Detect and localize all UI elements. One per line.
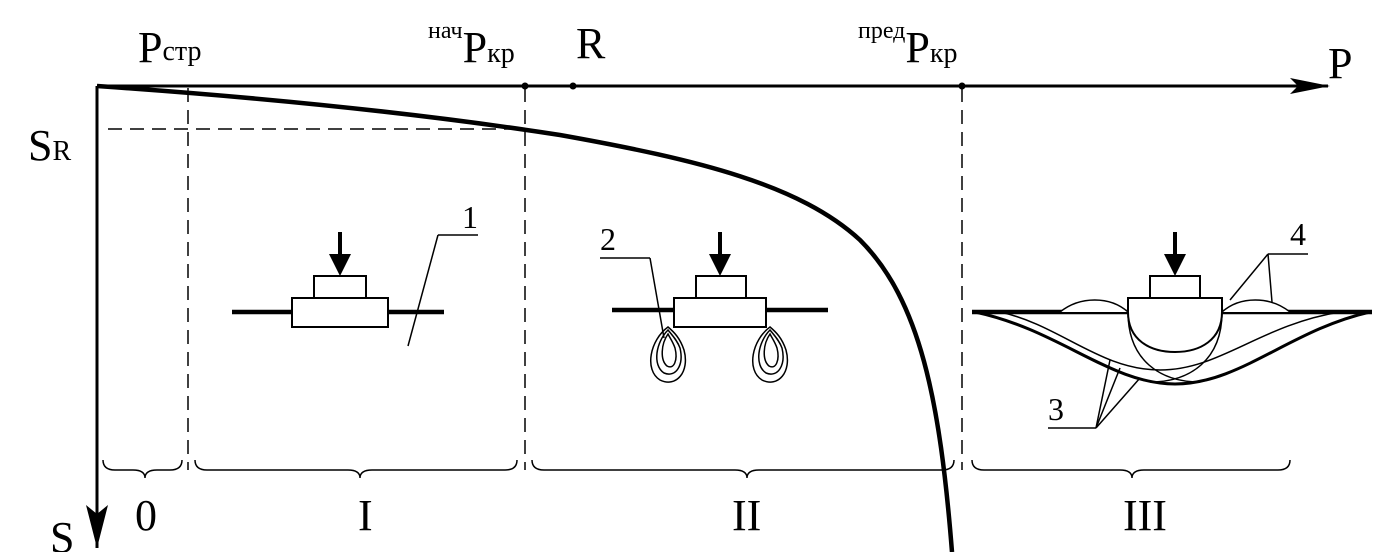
callout-label-3: 3 <box>1048 391 1064 427</box>
s-axis-label: S <box>50 513 74 552</box>
plastic-zone-right <box>752 326 789 383</box>
failure-surface-thin <box>999 311 1341 371</box>
plastic-zone-left <box>650 326 687 383</box>
callout-label-2: 2 <box>600 221 616 257</box>
zone-label-1: I <box>358 491 373 540</box>
zone-label-3: III <box>1123 491 1167 540</box>
settlement-curve <box>96 83 955 552</box>
failure-arc-left <box>1127 311 1201 383</box>
r-dot <box>569 82 577 90</box>
p-kr-start-dot <box>521 82 529 90</box>
p-axis-label: P <box>1328 39 1352 88</box>
p-kr-limit-label: предPкр <box>858 18 957 72</box>
dashed-guides <box>108 88 963 470</box>
bulge-left <box>1059 299 1129 313</box>
footing-zone-1 <box>232 232 478 347</box>
p-kr-limit-dot <box>958 82 966 90</box>
footing-zone-3 <box>972 232 1372 429</box>
s-r-label: SR <box>28 121 71 170</box>
failure-arc-right <box>1149 311 1223 383</box>
failure-surface-outer <box>974 310 1371 386</box>
footing-zone-2 <box>600 232 828 383</box>
callout-label-4: 4 <box>1290 216 1306 252</box>
p-kr-start-label: начPкр <box>428 18 515 72</box>
r-label: R <box>576 19 606 68</box>
zone-braces <box>102 459 1291 479</box>
p-str-label: Pстр <box>138 23 202 72</box>
callout-label-1: 1 <box>462 199 478 235</box>
s-axis-arrow <box>86 505 108 548</box>
zone-label-0: 0 <box>135 491 157 540</box>
zone-label-2: II <box>732 491 761 540</box>
bulge-right <box>1221 299 1291 313</box>
